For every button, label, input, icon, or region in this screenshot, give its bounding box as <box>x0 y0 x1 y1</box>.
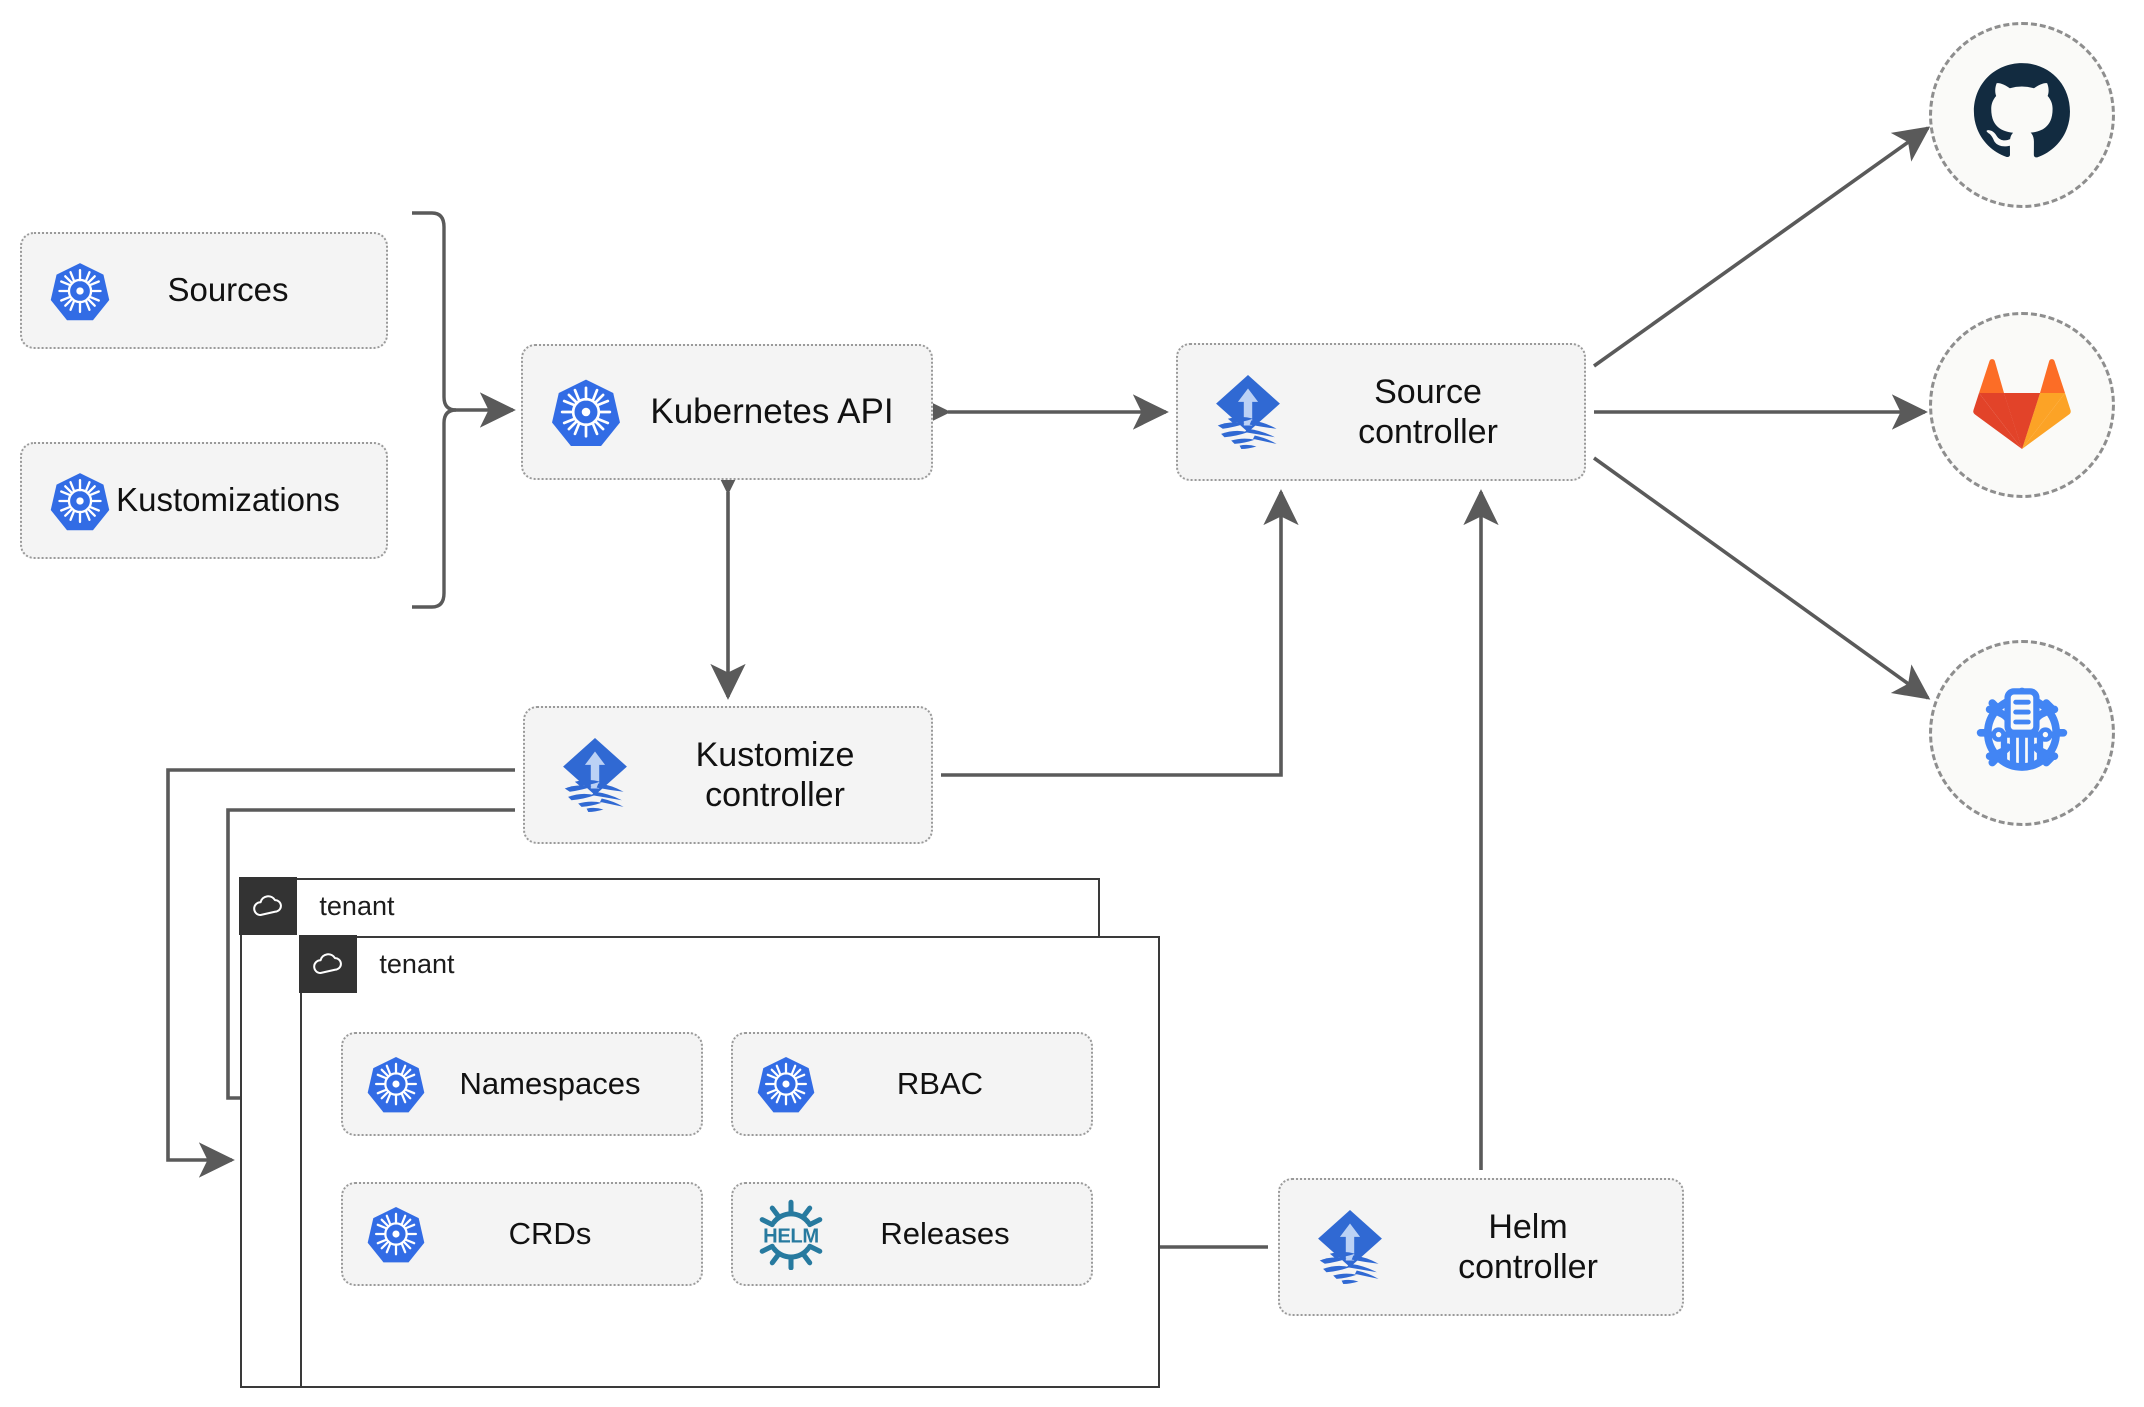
kubernetes-icon <box>48 469 112 533</box>
kubernetes-icon <box>755 1053 817 1115</box>
cloud-icon <box>239 877 298 936</box>
edge-resource-bracket <box>412 211 457 609</box>
flux-icon <box>1206 370 1290 454</box>
node-label: Source controller <box>1358 372 1498 451</box>
helm-icon: HELM <box>755 1198 827 1270</box>
node-label: Kustomizations <box>116 481 340 519</box>
tenant-label: tenant <box>379 948 455 979</box>
kubernetes-icon <box>48 259 112 323</box>
node-sources[interactable]: Sources <box>20 232 388 349</box>
tenant-window-inner[interactable]: tenant <box>299 935 1160 1388</box>
edge-kustomize-to-source-controller <box>941 489 1299 777</box>
gitlab-icon <box>1972 355 2072 456</box>
edge-source-to-harbor <box>1592 456 1931 700</box>
node-kustomize-controller[interactable]: Kustomize controller <box>523 706 933 844</box>
node-label: Namespaces <box>459 1066 641 1101</box>
node-helm-controller[interactable]: Helm controller <box>1278 1178 1684 1316</box>
provider-github[interactable] <box>1929 22 2115 208</box>
node-label: CRDs <box>508 1216 592 1251</box>
node-label: Helm controller <box>1458 1207 1598 1286</box>
node-label: Sources <box>167 271 289 309</box>
tenant-label: tenant <box>319 890 395 921</box>
node-crds[interactable]: CRDs <box>341 1182 703 1286</box>
edge-source-to-github <box>1592 126 1931 368</box>
node-label: Releases <box>880 1216 1010 1251</box>
harbor-icon <box>1968 677 2076 790</box>
node-releases[interactable]: HELM Releases <box>731 1182 1093 1286</box>
kubernetes-icon <box>365 1203 427 1265</box>
kubernetes-icon <box>365 1053 427 1115</box>
flux-icon <box>1308 1205 1392 1289</box>
svg-text:HELM: HELM <box>763 1226 819 1248</box>
node-label: Kubernetes API <box>650 392 894 432</box>
flux-icon <box>553 733 637 817</box>
node-source-controller[interactable]: Source controller <box>1176 343 1586 481</box>
node-kubernetes-api[interactable]: Kubernetes API <box>521 344 933 480</box>
provider-harbor[interactable] <box>1929 640 2115 826</box>
tenant-titlebar: tenant <box>299 935 455 994</box>
github-icon <box>1970 61 2074 170</box>
node-label: RBAC <box>896 1066 984 1101</box>
kubernetes-icon <box>549 375 623 449</box>
provider-gitlab[interactable] <box>1929 312 2115 498</box>
tenant-titlebar: tenant <box>239 877 395 936</box>
node-label: Kustomize controller <box>695 735 855 814</box>
node-namespaces[interactable]: Namespaces <box>341 1032 703 1136</box>
node-kustomizations[interactable]: Kustomizations <box>20 442 388 559</box>
cloud-icon <box>299 935 358 994</box>
node-rbac[interactable]: RBAC <box>731 1032 1093 1136</box>
